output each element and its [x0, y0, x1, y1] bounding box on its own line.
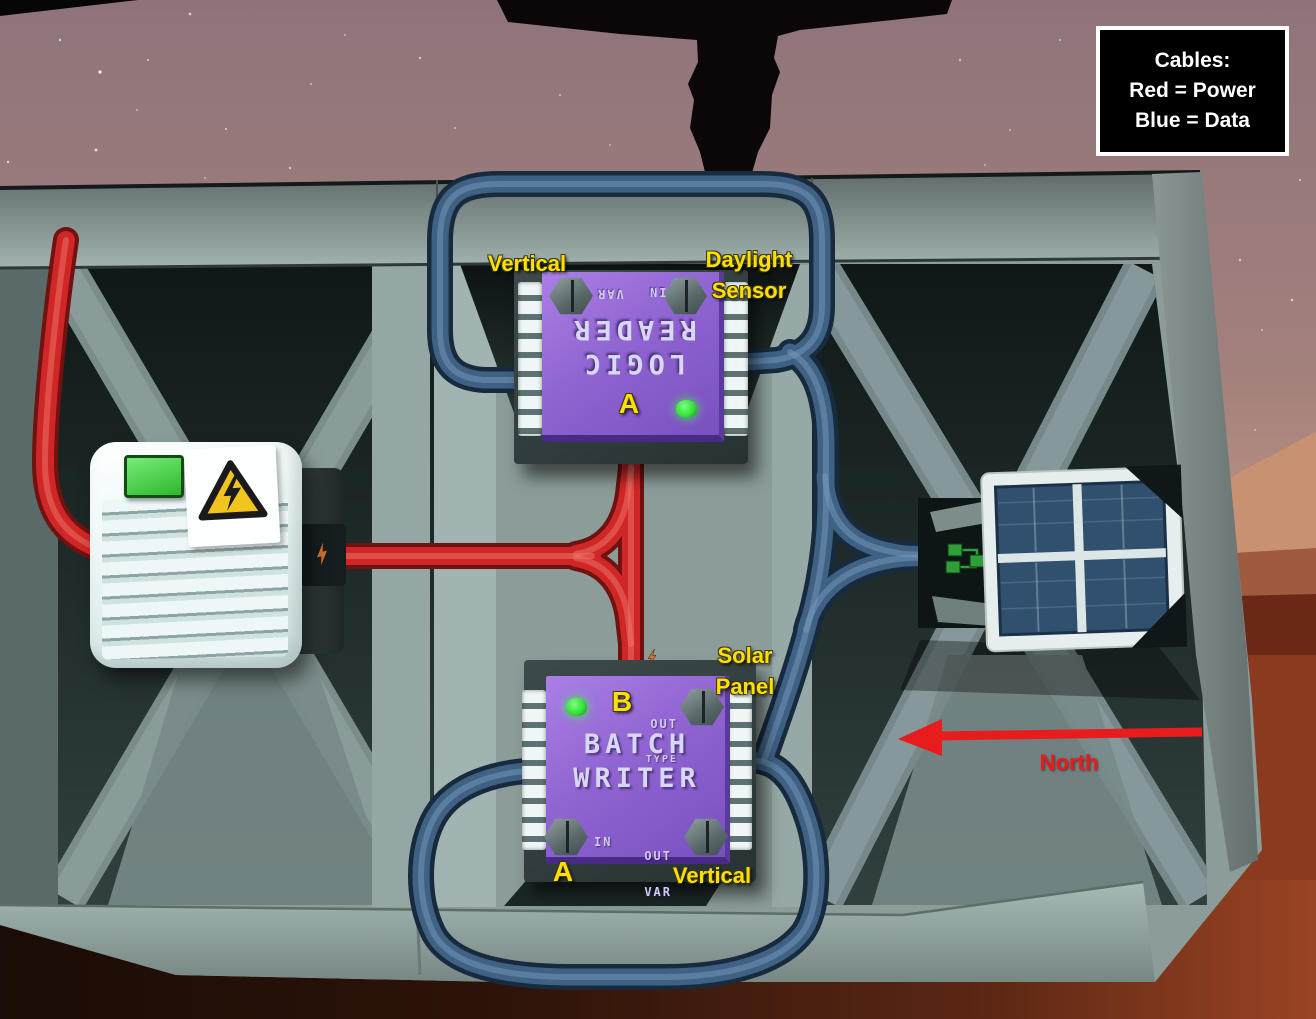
stars: [6, 12, 1302, 431]
port-label-out-type: OUT TYPE: [645, 717, 678, 765]
annotation-vertical-top: Vertical: [487, 251, 567, 276]
annotation-a-bottom: A: [552, 856, 574, 887]
chip-pins-right: [724, 282, 748, 436]
legend-blue-line: Blue = Data: [1135, 109, 1250, 132]
high-voltage-icon: [198, 460, 268, 521]
annotation-a-top: A: [618, 388, 640, 419]
north-arrow: [898, 719, 1203, 756]
port-label-in: IN: [648, 285, 667, 299]
structure-silhouette: [0, 0, 138, 16]
annotation-solar-panel: Solar Panel: [715, 643, 775, 699]
annotation-b: B: [611, 686, 633, 717]
solar-mount-top: [930, 500, 992, 532]
legend-title: Cables:: [1154, 49, 1231, 72]
solar-mount-bottom: [932, 596, 992, 626]
port-label-in: IN: [594, 835, 613, 849]
chip-title: BATCH WRITER: [573, 729, 701, 794]
battery-power-connector[interactable]: [300, 524, 346, 586]
status-led: [676, 400, 697, 418]
power-bolt-icon: [317, 542, 327, 566]
battery-power-button[interactable]: [124, 455, 184, 498]
daylight-sensor-silhouette[interactable]: [497, 0, 952, 178]
chip-pins-left: [522, 690, 546, 850]
solar-panel[interactable]: [918, 464, 1188, 654]
chip-pins-left: [518, 282, 542, 436]
solar-panel-shadow: [900, 640, 1200, 700]
hazard-label: [183, 444, 281, 548]
chip-title: LOGIC READER: [569, 314, 697, 379]
port-label-var: VAR: [596, 287, 624, 301]
annotation-vertical-bottom: Vertical: [672, 863, 752, 888]
data-port-icon: [945, 543, 985, 574]
legend-red-line: Red = Power: [1129, 79, 1256, 102]
status-led: [566, 698, 587, 716]
cable-legend: Cables: Red = Power Blue = Data: [1096, 26, 1289, 156]
chip-pins-right: [728, 690, 752, 850]
annotation-daylight-sensor: Daylight Sensor: [705, 247, 793, 303]
port-label-out-var: OUT VAR: [644, 849, 672, 899]
north-label: North: [1039, 750, 1099, 775]
